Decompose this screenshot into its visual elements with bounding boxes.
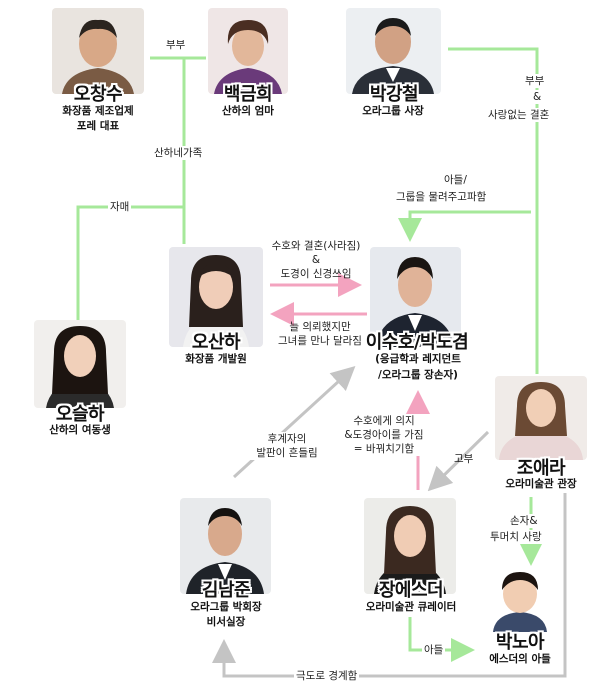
portrait-park-gangcheol	[346, 8, 441, 94]
name-park-gangcheol: 박강철	[369, 84, 419, 105]
label-aunt: 고부	[454, 453, 474, 465]
name-o-seulha: 오슬하	[55, 404, 105, 425]
line-couple-right	[448, 47, 539, 374]
role-jang-esther: 오라미술관 큐레이터	[365, 601, 457, 613]
name-kim-namjun: 김남준	[201, 580, 251, 601]
name-jang-esther: 장에스더	[378, 580, 444, 601]
label-esther-son: 아들	[422, 643, 446, 657]
role-kim-namjun-2: 비서실장	[206, 616, 246, 628]
label-successor-2: 발판이 흔들림	[246, 446, 328, 460]
name-baek-geumhui: 백금희	[223, 84, 273, 105]
label-sanha-family: 산하네가족	[152, 146, 205, 160]
role-park-gangcheol: 오라그룹 사장	[362, 105, 424, 117]
label-grandson-2: 투머치 사랑	[488, 530, 544, 544]
label-sanha-to-suho-1: 수호와 결혼(사라짐)	[271, 240, 361, 252]
portrait-o-seulha	[34, 320, 126, 408]
label-couple-top: 부부	[164, 38, 188, 52]
role-o-seulha: 산하의 여동생	[49, 424, 111, 436]
label-esther-to-suho-2: &도경아이를 가짐	[326, 428, 442, 442]
name-park-noa: 박노아	[495, 632, 545, 653]
label-son-2: 그룹을 물려주고파함	[394, 190, 489, 204]
portrait-o-sanha	[169, 247, 263, 347]
role-lee-suho-1: (응급학과 레지던트	[375, 353, 461, 365]
label-couple-right-sub: 사랑없는 결혼	[486, 108, 552, 122]
name-lee-suho: 이수호/박도겸	[365, 332, 469, 353]
name-o-changsu: 오창수	[73, 84, 123, 105]
label-esther-to-suho-3: = 바꿔치기함	[332, 442, 436, 456]
role-kim-namjun-1: 오라그룹 박회장	[190, 601, 262, 613]
label-suho-to-sanha-2: 그녀를 만나 달라짐	[278, 335, 362, 347]
arrow-hostile	[212, 493, 567, 678]
label-son-1: 아들/	[444, 174, 467, 186]
role-o-changsu-1: 화장품 제조업제	[62, 105, 134, 117]
line-sisters	[76, 205, 184, 320]
label-grandson-1: 손자&	[508, 514, 540, 528]
arrow-aunt	[427, 430, 490, 492]
label-successor-1: 후계자의	[246, 432, 328, 446]
label-suho-to-sanha-1: 늘 의뢰했지만	[289, 321, 351, 333]
label-couple-right-amp: &	[531, 90, 544, 104]
label-sanha-to-suho-2: &	[311, 254, 321, 266]
label-couple-right: 부부	[523, 74, 547, 88]
label-sanha-to-suho-3: 도경이 신경쓰임	[280, 268, 352, 280]
name-jo-aera: 조애라	[516, 458, 566, 479]
label-hostile: 극도로 경계함	[294, 669, 360, 683]
role-lee-suho-2: /오라그룹 장손자)	[378, 369, 458, 381]
portrait-kim-namjun	[180, 498, 271, 594]
role-baek-geumhui: 산하의 엄마	[222, 105, 274, 117]
role-jo-aera: 오라미술관 관장	[505, 478, 577, 490]
role-o-sanha: 화장품 개발원	[185, 353, 247, 365]
name-o-sanha: 오산하	[191, 332, 241, 353]
portrait-baek-geumhui	[208, 8, 288, 94]
label-esther-to-suho-1: 수호에게 의지	[332, 414, 436, 428]
portrait-park-noa	[485, 566, 555, 632]
portrait-jo-aera	[495, 376, 587, 460]
line-son	[398, 210, 531, 242]
portrait-jang-esther	[364, 498, 456, 594]
portrait-o-changsu	[52, 8, 144, 94]
arrow-esther-son	[408, 617, 475, 662]
label-sisters: 자매	[108, 200, 132, 214]
portrait-lee-suho	[370, 247, 461, 347]
role-park-noa: 에스더의 아들	[489, 653, 551, 665]
role-o-changsu-2: 포레 대표	[76, 120, 120, 132]
